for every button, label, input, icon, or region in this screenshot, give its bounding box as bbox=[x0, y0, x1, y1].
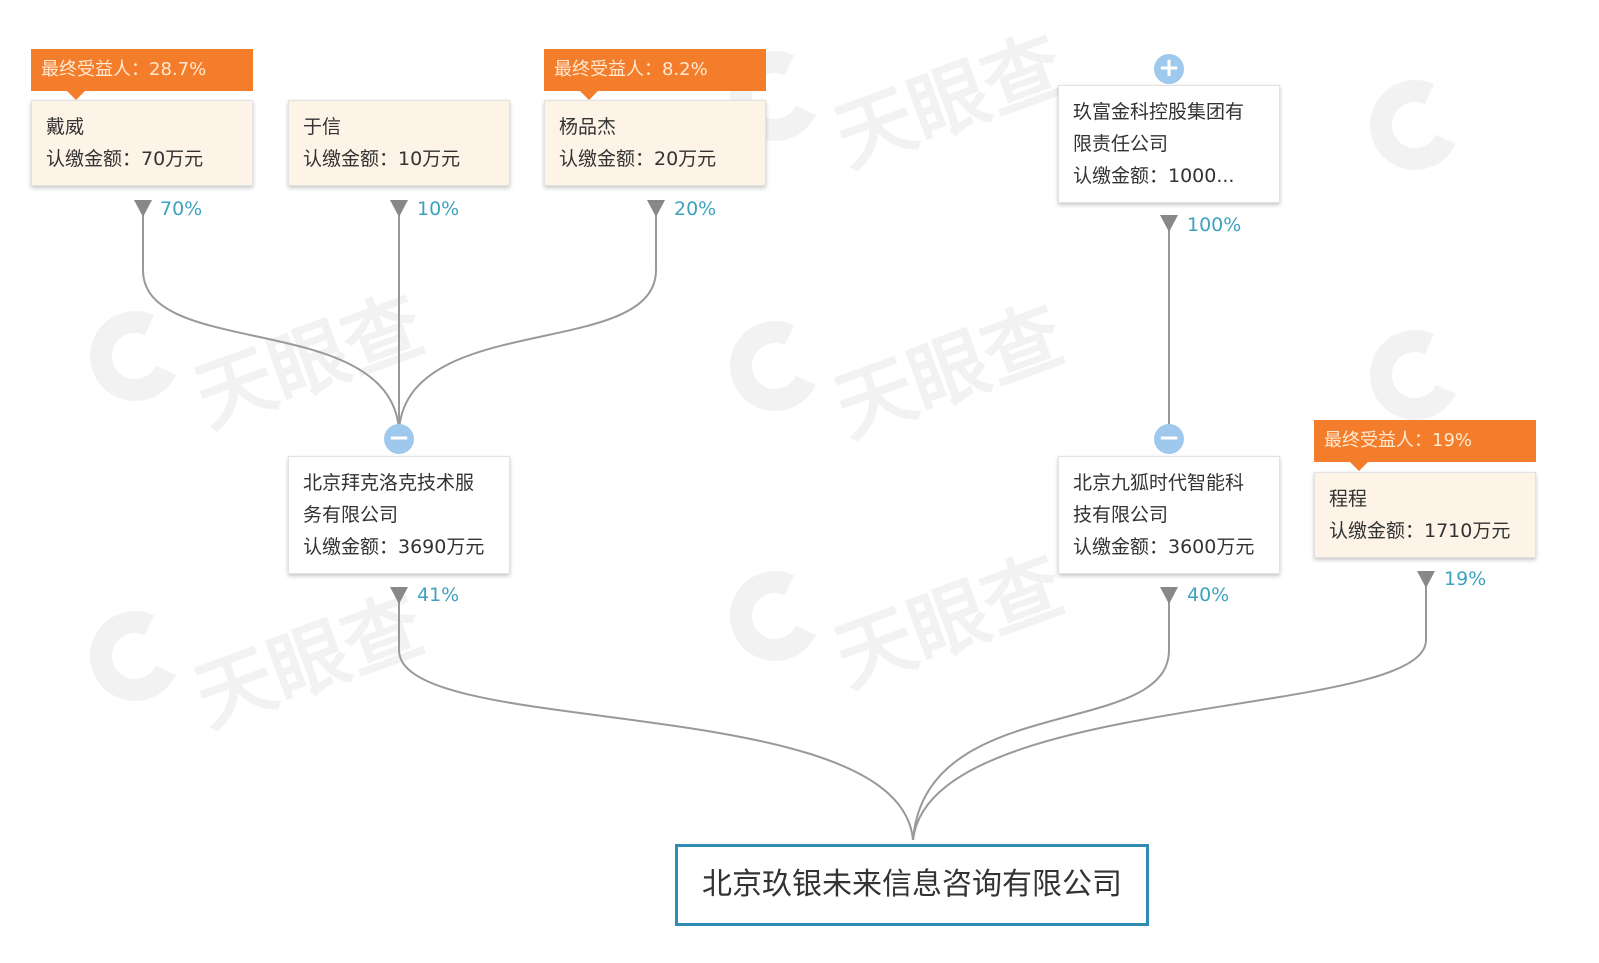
shareholder-node-yuxin[interactable]: 于信 认缴金额：10万元 bbox=[288, 100, 510, 186]
edge-chengcheng bbox=[912, 585, 1427, 841]
arrow-yangpinjie bbox=[647, 200, 665, 217]
shareholder-name: 杨品杰 bbox=[559, 116, 617, 138]
subscribed-amount: 认缴金额：10万元 bbox=[303, 148, 461, 170]
arrow-jiufu bbox=[1160, 215, 1178, 232]
shareholder-node-baikeluoke[interactable]: 北京拜克洛克技术服 务有限公司 认缴金额：3690万元 bbox=[288, 456, 510, 574]
collapse-minus-icon[interactable]: − bbox=[384, 424, 414, 454]
edge-yangpinjie bbox=[398, 210, 657, 431]
subscribed-amount: 认缴金额：3600万元 bbox=[1073, 536, 1255, 558]
subscribed-amount: 认缴金额：1710万元 bbox=[1329, 520, 1511, 542]
shareholder-node-daiwei[interactable]: 戴威 认缴金额：70万元 bbox=[31, 100, 253, 186]
shareholder-node-chengcheng[interactable]: 程程 认缴金额：1710万元 bbox=[1314, 472, 1536, 558]
share-percent: 10% bbox=[417, 198, 460, 220]
shareholder-node-jiufu[interactable]: 玖富金科控股集团有 限责任公司 认缴金额：1000... bbox=[1058, 85, 1280, 203]
edge-daiwei bbox=[142, 210, 400, 431]
beneficiary-badge: 最终受益人：8.2% bbox=[544, 49, 766, 100]
arrow-chengcheng bbox=[1417, 571, 1435, 588]
company-name-line: 玖富金科控股集团有 bbox=[1073, 101, 1245, 123]
subscribed-amount: 认缴金额：70万元 bbox=[46, 148, 204, 170]
edge-baike bbox=[398, 600, 914, 841]
share-percent: 70% bbox=[160, 198, 203, 220]
company-name-line: 技有限公司 bbox=[1073, 504, 1169, 526]
shareholder-name: 戴威 bbox=[46, 116, 85, 138]
beneficiary-badge: 最终受益人：19% bbox=[1314, 420, 1536, 471]
arrow-yuxin bbox=[390, 200, 408, 217]
arrow-baike bbox=[390, 587, 408, 604]
share-percent: 19% bbox=[1444, 568, 1487, 590]
arrow-jiuhu bbox=[1160, 587, 1178, 604]
subscribed-amount: 认缴金额：1000... bbox=[1073, 165, 1235, 187]
target-company-node[interactable]: 北京玖银未来信息咨询有限公司 bbox=[675, 844, 1149, 926]
share-percent: 40% bbox=[1187, 584, 1230, 606]
shareholder-name: 于信 bbox=[303, 116, 342, 138]
share-percent: 100% bbox=[1187, 214, 1242, 236]
share-percent: 41% bbox=[417, 584, 460, 606]
collapse-minus-icon[interactable]: − bbox=[1154, 424, 1184, 454]
subscribed-amount: 认缴金额：20万元 bbox=[559, 148, 717, 170]
expand-plus-icon[interactable]: + bbox=[1154, 54, 1184, 84]
edge-jiuhu bbox=[912, 600, 1170, 841]
company-name-line: 北京拜克洛克技术服 bbox=[303, 472, 475, 494]
arrow-daiwei bbox=[134, 200, 152, 217]
shareholder-name: 程程 bbox=[1329, 488, 1368, 510]
company-name-line: 限责任公司 bbox=[1073, 133, 1169, 155]
subscribed-amount: 认缴金额：3690万元 bbox=[303, 536, 485, 558]
company-name-line: 务有限公司 bbox=[303, 504, 399, 526]
shareholder-node-yangpinjie[interactable]: 杨品杰 认缴金额：20万元 bbox=[544, 100, 766, 186]
beneficiary-badge: 最终受益人：28.7% bbox=[31, 49, 253, 100]
shareholder-node-jiuhu[interactable]: 北京九狐时代智能科 技有限公司 认缴金额：3600万元 bbox=[1058, 456, 1280, 574]
company-name-line: 北京九狐时代智能科 bbox=[1073, 472, 1245, 494]
share-percent: 20% bbox=[674, 198, 717, 220]
